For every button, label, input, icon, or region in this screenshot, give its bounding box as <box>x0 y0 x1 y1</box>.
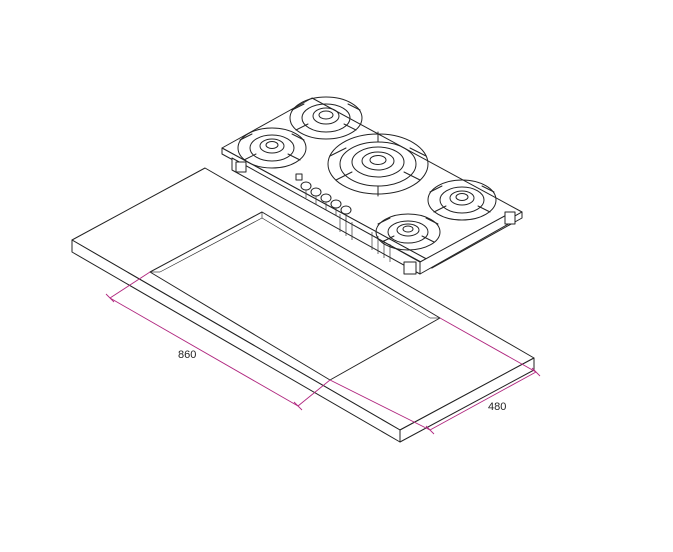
knob-icon <box>310 187 322 197</box>
width-extension-left <box>109 271 151 299</box>
knob-icon <box>300 181 312 191</box>
gas-hob <box>221 96 523 275</box>
depth-dimension-line <box>429 371 537 431</box>
knob-icon <box>320 193 332 203</box>
knob-icon <box>340 205 352 215</box>
burner-back-center <box>289 96 363 140</box>
burner-front <box>375 213 441 251</box>
depth-extension-front <box>329 379 431 431</box>
ignition-button-icon <box>295 173 303 181</box>
dimension-depth: 480 <box>329 317 541 435</box>
depth-dimension-label: 480 <box>488 401 506 413</box>
width-extension-right <box>297 379 331 407</box>
burner-back-left <box>237 127 307 169</box>
width-dimension-label: 860 <box>178 349 196 361</box>
burner-right <box>427 179 497 221</box>
depth-extension-back <box>439 317 537 373</box>
width-dimension-line <box>109 297 299 407</box>
control-knobs <box>295 173 352 222</box>
hob-bracket-right <box>504 211 516 225</box>
hob-bracket-left <box>235 161 247 173</box>
hob-bracket-front <box>403 261 417 275</box>
dimension-width: 860 <box>105 271 331 411</box>
knob-icon <box>330 199 342 209</box>
burner-wok-center <box>327 131 429 197</box>
